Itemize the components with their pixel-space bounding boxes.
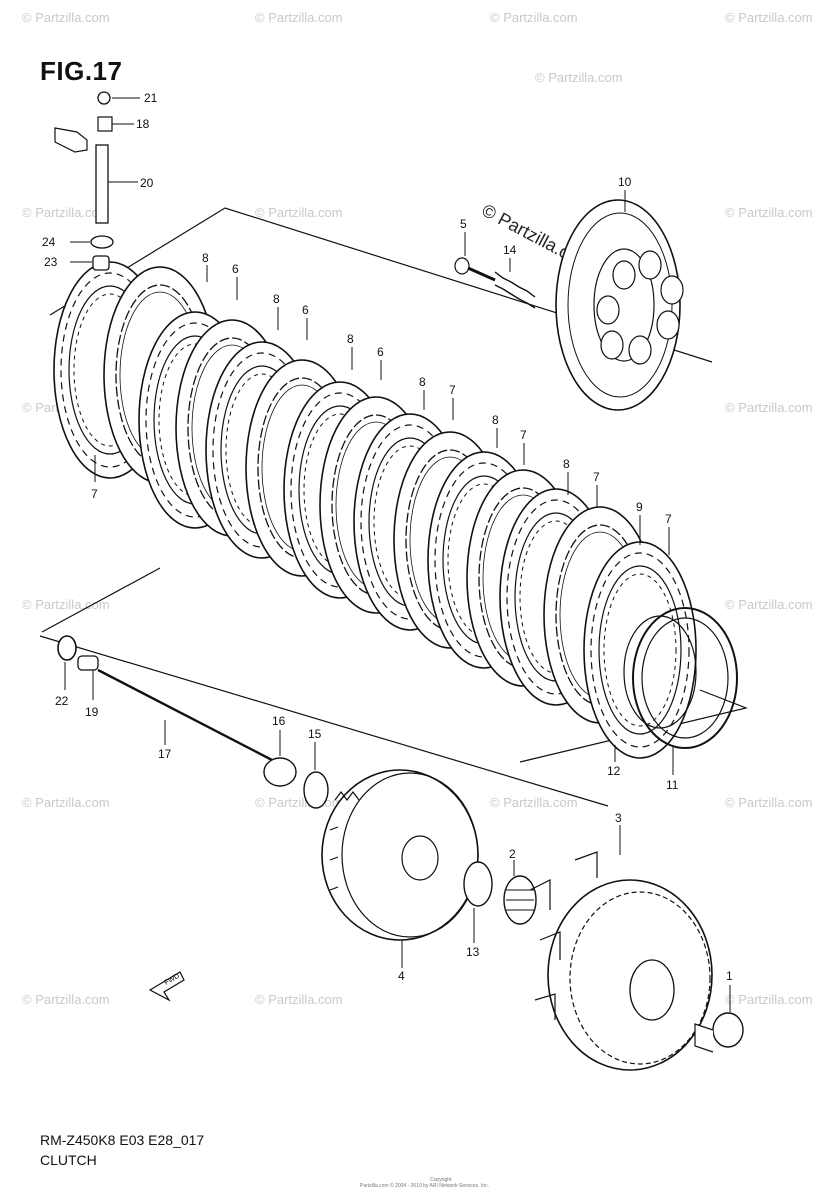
watermark: © Partzilla.com bbox=[22, 205, 110, 220]
watermark: © Partzilla.com bbox=[490, 795, 578, 810]
callout-9: 9 bbox=[636, 500, 643, 514]
callout-8: 8 bbox=[419, 375, 426, 389]
clutch-sleeve-hub bbox=[321, 769, 479, 941]
watermark: © Partzilla.com bbox=[22, 597, 110, 612]
callout-22: 22 bbox=[55, 694, 69, 708]
callout-7: 7 bbox=[520, 428, 527, 442]
callout-10: 10 bbox=[618, 175, 632, 189]
wire-ring-and-seat bbox=[623, 607, 738, 749]
watermark: © Partzilla.com bbox=[255, 10, 343, 25]
callout-labels: 21 18 20 24 23 10 5 14 8 6 8 6 8 6 8 7 8… bbox=[42, 91, 733, 983]
callout-7: 7 bbox=[593, 470, 600, 484]
watermark: © Partzilla.com bbox=[255, 992, 343, 1007]
callout-8: 8 bbox=[347, 332, 354, 346]
callout-3: 3 bbox=[615, 811, 622, 825]
callout-8: 8 bbox=[273, 292, 280, 306]
watermark: © Partzilla.com bbox=[22, 795, 110, 810]
callout-19: 19 bbox=[85, 705, 99, 719]
watermark: © Partzilla.com bbox=[535, 70, 623, 85]
callout-7: 7 bbox=[449, 383, 456, 397]
callout-16: 16 bbox=[272, 714, 286, 728]
callout-1: 1 bbox=[726, 969, 733, 983]
fwd-arrow-icon: FWD bbox=[148, 971, 185, 1002]
callout-6: 6 bbox=[302, 303, 309, 317]
section-name: CLUTCH bbox=[40, 1152, 97, 1168]
callout-17: 17 bbox=[158, 747, 172, 761]
watermark: © Partzilla.com bbox=[255, 205, 343, 220]
watermark: © Partzilla.com bbox=[725, 597, 813, 612]
callout-15: 15 bbox=[308, 727, 322, 741]
callout-18: 18 bbox=[136, 117, 150, 131]
callout-6: 6 bbox=[232, 262, 239, 276]
callout-14: 14 bbox=[503, 243, 517, 257]
figure-title: FIG.17 bbox=[40, 56, 123, 86]
watermark: © Partzilla.com bbox=[490, 10, 578, 25]
spacer bbox=[694, 1012, 744, 1053]
callout-4: 4 bbox=[398, 969, 405, 983]
callout-7: 7 bbox=[91, 487, 98, 501]
watermark: © Partzilla.com bbox=[22, 992, 110, 1007]
release-shaft-assembly bbox=[54, 91, 114, 271]
watermark: © Partzilla.com bbox=[725, 205, 813, 220]
clutch-spring-bolt bbox=[454, 257, 536, 309]
callout-8: 8 bbox=[563, 457, 570, 471]
watermark: © Partzilla.com bbox=[725, 795, 813, 810]
callout-8: 8 bbox=[202, 251, 209, 265]
clutch-housing bbox=[529, 851, 713, 1071]
copyright-line: Partzilla.com © 2004 - 2019 by ARI Netwo… bbox=[360, 1183, 490, 1189]
watermark: © Partzilla.com bbox=[725, 400, 813, 415]
callout-11: 11 bbox=[666, 778, 679, 792]
watermark: © Partzilla.com bbox=[725, 10, 813, 25]
copyright-stamp: Copyright bbox=[430, 1177, 452, 1183]
callout-5: 5 bbox=[460, 217, 467, 231]
model-code: RM-Z450K8 E03 E28_017 bbox=[40, 1132, 205, 1148]
watermark: © Partzilla.com bbox=[22, 10, 110, 25]
friction-plate bbox=[583, 541, 697, 759]
callout-2: 2 bbox=[509, 847, 516, 861]
callout-13: 13 bbox=[466, 945, 480, 959]
callout-7: 7 bbox=[665, 512, 672, 526]
callout-12: 12 bbox=[607, 764, 621, 778]
callout-8: 8 bbox=[492, 413, 499, 427]
leader-lines bbox=[64, 97, 731, 1012]
thrust-washer-and-bearing bbox=[463, 861, 537, 925]
callout-20: 20 bbox=[140, 176, 154, 190]
callout-24: 24 bbox=[42, 235, 56, 249]
watermark: © Partzilla.com bbox=[725, 992, 813, 1007]
callout-23: 23 bbox=[44, 255, 58, 269]
callout-21: 21 bbox=[144, 91, 158, 105]
pressure-plate bbox=[555, 199, 684, 411]
callout-6: 6 bbox=[377, 345, 384, 359]
push-rod-assembly bbox=[57, 635, 329, 809]
